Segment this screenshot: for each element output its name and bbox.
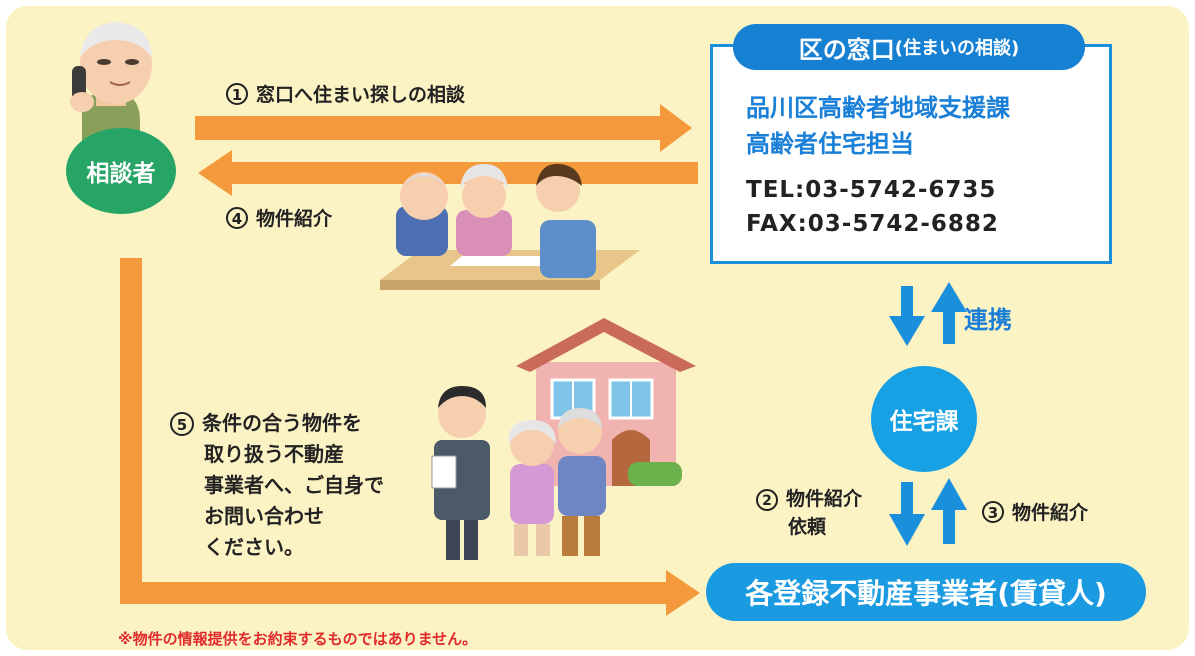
collaboration-label: 連携 — [964, 306, 1012, 334]
department-line2: 高齢者住宅担当 — [746, 130, 914, 158]
step5-line4: お問い合わせ — [204, 504, 324, 528]
arrow-step4 — [198, 150, 698, 196]
step5-line1: 条件の合う物件を — [202, 411, 362, 435]
arrows-collaboration — [889, 282, 967, 346]
department-line1: 品川区高齢者地域支援課 — [746, 94, 1010, 122]
step4-text: 物件紹介 — [256, 208, 333, 230]
arrows-step2-step3 — [889, 478, 967, 546]
landlords-pill: 各登録不動産事業者(賃貸人) — [706, 563, 1146, 621]
step1-label: 1 窓口へ住まい探しの相談 — [226, 80, 465, 107]
step4-label: 4 物件紹介 — [226, 204, 332, 231]
housing-section-circle: 住宅課 — [871, 366, 977, 472]
department-name: 品川区高齢者地域支援課 高齢者住宅担当 — [746, 90, 1010, 162]
agent-and-couple-illustration — [431, 386, 606, 560]
disclaimer-note: ※物件の情報提供をお約束するものではありません。 — [118, 630, 478, 648]
arrow-step1 — [195, 104, 692, 152]
contact-info: TEL:03-5742-6735 FAX:03-5742-6882 — [746, 173, 999, 241]
step4-number: 4 — [226, 207, 248, 229]
step3-text: 物件紹介 — [1012, 502, 1089, 524]
tel-number: TEL:03-5742-6735 — [746, 177, 997, 203]
ward-window-title-main: 区の窓口 — [798, 35, 895, 64]
fax-number: FAX:03-5742-6882 — [746, 211, 999, 237]
step5-line5: ください。 — [204, 535, 304, 559]
consultation-illustration — [380, 163, 640, 290]
step3-label: 3 物件紹介 — [982, 498, 1088, 525]
step5-line2: 取り扱う不動産 — [204, 442, 344, 466]
consultant-label: 相談者 — [66, 128, 176, 214]
ward-window-title: 区の窓口(住まいの相談) — [733, 24, 1085, 70]
step5-number: 5 — [170, 412, 194, 436]
ward-window-box — [710, 44, 1112, 264]
step2-line1: 物件紹介 — [786, 488, 863, 510]
step1-text: 窓口へ住まい探しの相談 — [256, 84, 466, 106]
step2-number: 2 — [756, 489, 778, 511]
step5-label: 5 条件の合う物件を 取り扱う不動産 事業者へ、ご自身で お問い合わせ ください。 — [170, 408, 384, 563]
step1-number: 1 — [226, 83, 248, 105]
step2-label: 2 物件紹介 依頼 — [756, 485, 862, 541]
step5-line3: 事業者へ、ご自身で — [204, 473, 384, 497]
step3-number: 3 — [982, 501, 1004, 523]
arrow-step5 — [120, 258, 700, 616]
step2-line2: 依頼 — [788, 516, 827, 538]
ward-window-title-sub: (住まいの相談) — [894, 38, 1020, 59]
